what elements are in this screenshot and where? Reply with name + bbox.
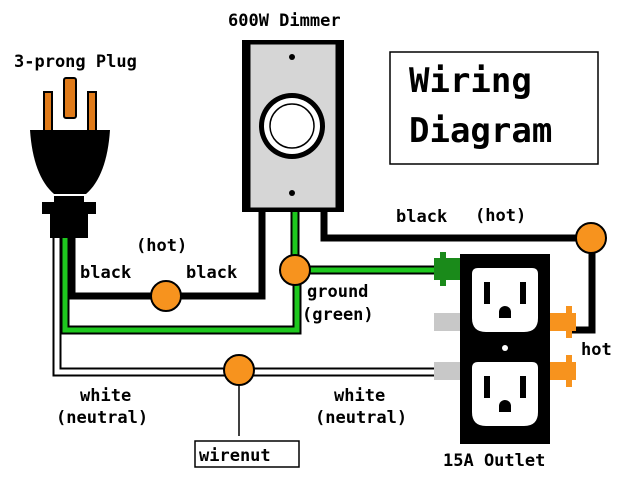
- plug-collar: [42, 202, 96, 214]
- outlet-icon: [434, 252, 576, 444]
- outlet-center-screw: [502, 345, 508, 351]
- title-box: Wiring Diagram: [389, 51, 599, 165]
- white-left-label: white: [80, 386, 131, 406]
- neutral-wire: [54, 238, 437, 375]
- outlet-label: 15A Outlet: [443, 451, 545, 471]
- plug-head: [30, 130, 110, 194]
- dimmer-switch-icon: [242, 40, 344, 212]
- dimmer-knob-face: [264, 98, 320, 154]
- green-label: (green): [302, 305, 374, 325]
- wirenut-icon: [575, 222, 607, 254]
- hot-terminal-bottom: [550, 362, 576, 380]
- labels: 3-prong Plug 600W Dimmer black (hot) bla…: [14, 11, 612, 471]
- hot-top-label: (hot): [475, 206, 526, 226]
- black-hot-top-label: black: [396, 207, 447, 227]
- hot-right-label: hot: [581, 340, 612, 360]
- plug-prong-left: [43, 91, 53, 133]
- receptacle-top: [472, 268, 538, 332]
- neutral-wire-outline: [52, 238, 437, 377]
- dimmer-screw-bottom: [289, 190, 295, 196]
- receptacle-top-ground-hole: [499, 306, 511, 318]
- receptacle-bottom: [472, 362, 538, 426]
- plug-cord-base: [50, 214, 88, 238]
- hot-mid-label: (hot): [136, 236, 187, 256]
- receptacle-bottom-slot-right: [520, 376, 526, 398]
- wirenut-label: wirenut: [199, 446, 271, 466]
- wirenuts: [150, 222, 607, 386]
- wirenut-label-box: [194, 440, 300, 468]
- ground-terminal-tab: [440, 252, 446, 286]
- black-left-label: black: [80, 263, 131, 283]
- hot-terminal-tab-bottom: [566, 355, 572, 387]
- neutral-terminal-top: [434, 313, 460, 331]
- receptacle-bottom-ground-hole: [499, 400, 511, 412]
- plug-prong-right: [87, 91, 97, 133]
- plug-ground-pin: [63, 77, 77, 119]
- hot-terminal-tab-top: [566, 306, 572, 338]
- receptacle-top-slot-left: [484, 282, 490, 304]
- receptacle-bottom-slot-left: [484, 376, 490, 398]
- title-line-1: Wiring: [409, 61, 532, 101]
- ground-label: ground: [307, 282, 368, 302]
- receptacle-top-slot-right: [520, 282, 526, 304]
- ground-wire-plug: [62, 238, 300, 333]
- plug-neck: [54, 196, 84, 202]
- neutral-terminal-bottom: [434, 362, 460, 380]
- plug-label: 3-prong Plug: [14, 52, 137, 72]
- wirenut-icon: [223, 354, 255, 386]
- neutral-left-label: (neutral): [56, 408, 148, 428]
- wirenut-icon: [279, 254, 311, 286]
- dimmer-label: 600W Dimmer: [228, 11, 341, 31]
- title-line-2: Diagram: [409, 111, 552, 151]
- neutral-right-label: (neutral): [315, 408, 407, 428]
- title-frame: [389, 51, 599, 165]
- hot-terminal-top: [550, 313, 576, 331]
- wirenut-icon: [150, 280, 182, 312]
- plug-icon: [30, 77, 110, 238]
- black-mid-label: black: [186, 263, 237, 283]
- ground-terminal: [434, 258, 460, 280]
- dimmer-knob: [269, 103, 315, 149]
- dimmer-screw-top: [289, 54, 295, 60]
- white-right-label: white: [334, 386, 385, 406]
